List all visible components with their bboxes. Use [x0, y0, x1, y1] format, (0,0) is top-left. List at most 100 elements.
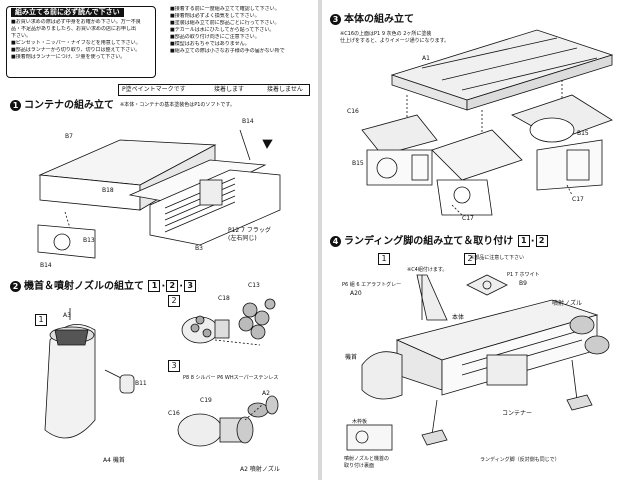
glue-legend: 接着します	[214, 86, 245, 93]
label-paint: P8 8 シルバー P6 WHスーパーステンレス	[183, 375, 279, 381]
label-flag: P12 7 フラッグ	[228, 227, 271, 234]
label-hull: 本体	[452, 314, 465, 321]
label-c16: C16	[347, 108, 359, 115]
section4-step-box-2: 2	[464, 253, 476, 265]
label-a1: A1	[422, 55, 430, 62]
section4-title-text: ランディング脚の組み立て＆取り付け	[344, 236, 514, 247]
section2-step-3: 3	[184, 280, 197, 292]
label-wood: 木枠板	[352, 419, 368, 425]
label-nozzle-attach2: 取り付け裏面	[344, 463, 375, 469]
label-b15b: B15	[352, 160, 364, 167]
label-c19: C19	[200, 397, 212, 404]
section4-number: 4	[330, 235, 341, 247]
label-c17b: C17	[572, 196, 584, 203]
middle-module	[431, 129, 523, 216]
notice2-line: ■接着剤は必ずよく換気をして下さい。	[170, 13, 260, 19]
left-illustrations	[37, 129, 281, 259]
label-a4: A4 機首	[103, 457, 125, 464]
page-gutter	[318, 0, 322, 480]
label-a2: A2	[262, 390, 270, 397]
nozzle-cluster-c18	[181, 315, 230, 344]
section3-note2: 仕上げをすると、よりイメージ通りになります。	[340, 38, 450, 44]
label-landing: ランディング脚（反対側も同じで）	[480, 457, 560, 463]
section2-illustrations	[44, 298, 279, 447]
section4-step-2: 2	[535, 235, 548, 247]
notice-box: 組み立てる前に必ず読んで下さい ■お買い求めの際は必ず中身をお確かめ下さい。万一…	[6, 6, 156, 78]
assembled-ship	[361, 299, 610, 446]
section2-number: 2	[10, 280, 21, 292]
section4-step-1: 1	[517, 235, 530, 247]
notice2-line: ■接着する前に一度組み立てて確認して下さい。	[170, 6, 280, 12]
label-b7: B7	[65, 133, 73, 140]
notice2-line: ■部品の取り付け向きにご注意下さい。	[170, 34, 260, 40]
label-c16: C16	[168, 410, 180, 417]
mark-legend: P塗ペイントマークです 接着します 接着しません	[118, 84, 310, 96]
notice-line: 下さい。	[11, 33, 32, 39]
front-module-c16	[361, 114, 438, 186]
step-box-2: 2	[168, 295, 180, 307]
notice-line: ■ピンセット・ニッパー・ナイフなどを用意して下さい。	[11, 40, 141, 46]
label-note-right: ※部品に注意して下さい	[470, 255, 525, 261]
label-b11: B11	[135, 380, 147, 387]
label-a2-nozzle: A2 噴射ノズル	[240, 466, 280, 473]
rear-module-b15	[511, 94, 613, 191]
label-nose: 機首	[345, 354, 358, 361]
no-glue-legend: 接着しません	[267, 86, 303, 93]
notice-secondary: ■接着する前に一度組み立てて確認して下さい。 ■接着剤は必ずよく換気をして下さい…	[170, 6, 310, 76]
notice-title: 組み立てる前に必ず読んで下さい	[11, 8, 124, 17]
notice-line: ■部品はランナーから切り取り、切り口は整えて下さい。	[11, 47, 141, 53]
notice2-line: ■組み立ての際は小さなお子様の手の届かない所で	[170, 48, 285, 54]
label-c13: C13	[248, 282, 260, 289]
notice-line: ■お買い求めの際は必ず中身をお確かめ下さい。万一不良	[11, 19, 141, 25]
label-b18: B18	[102, 187, 114, 194]
notice-line: 品・不足品がありましたら、お買い求めの店にお申し出	[11, 26, 137, 32]
section3-title-text: 本体の組み立て	[344, 14, 414, 25]
label-nozzle-attach: 噴射ノズルと機首の	[344, 456, 390, 462]
right-illustrations	[361, 29, 614, 216]
label-b13: B13	[83, 237, 95, 244]
left-page: 組み立てる前に必ず読んで下さい ■お買い求めの際は必ず中身をお確かめ下さい。万一…	[0, 0, 318, 480]
step-box-1: 1	[35, 314, 47, 326]
label-b15a: B15	[577, 130, 589, 137]
notice2-line: ■デカールは水にひたしてから貼って下さい。	[170, 27, 275, 33]
section2-step-2: 2	[166, 280, 179, 292]
label-p1: P1 7 ホワイト	[507, 272, 540, 278]
label-b14b: B14	[40, 262, 52, 269]
notice2-line: ■模型はおもちゃではありません。	[170, 41, 250, 47]
label-container: コンテナー	[502, 410, 533, 417]
label-note-c: ※C4組付けます。	[407, 267, 448, 273]
container-drawing	[37, 129, 281, 259]
notice-line: ■接着剤はランナーにつけ、少量を使って下さい。	[11, 54, 126, 60]
foot-plate	[466, 274, 508, 296]
label-b9: B9	[519, 280, 527, 287]
section1-number: 1	[10, 99, 21, 111]
section2-step-1: 1	[148, 280, 161, 292]
hull-spine-a1	[390, 29, 614, 111]
section2-title-text: 機首＆噴射ノズルの組立て	[24, 281, 144, 292]
landing-leg-part	[416, 274, 448, 321]
step-box-3: 3	[168, 360, 180, 372]
label-b3: B3	[195, 245, 203, 252]
label-c18: C18	[218, 295, 230, 302]
section1-title-text: コンテナの組み立て	[24, 100, 114, 111]
label-nozzle: 噴射ノズル	[552, 300, 583, 307]
label-b14a: B14	[242, 118, 254, 125]
notice2-line: ■塗装は組み立て前に部品ごとに行って下さい。	[170, 20, 280, 26]
paint-mark-legend: P塗ペイントマークです	[122, 86, 186, 93]
section4-illustrations	[346, 274, 610, 451]
label-p6: P6 組 6 エアラフトグレー	[342, 282, 402, 288]
nozzle-plate-c13	[238, 298, 276, 340]
label-a20: A20	[350, 290, 362, 297]
label-a3: A3	[63, 312, 71, 319]
section1-note: ※本体・コンテナの基本塗装色はP1のソフトです。	[120, 102, 235, 108]
section3-number: 3	[330, 13, 341, 25]
section4-step-box-1: 1	[378, 253, 390, 265]
nozzle-assembly-c16	[177, 395, 279, 447]
label-flag-sub: (左右同じ)	[228, 235, 257, 242]
section3-note1: ※C16の上面はP1 9 灰色の 2ヶ所に塗装	[340, 31, 432, 37]
